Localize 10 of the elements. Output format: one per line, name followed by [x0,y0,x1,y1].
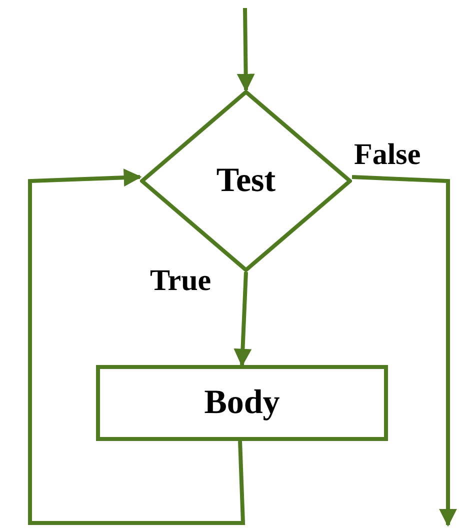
arrow [234,272,252,367]
process-box [96,365,388,441]
edge-label: False [354,138,421,172]
arrow [352,175,457,527]
node-label: Body [204,384,280,422]
arrow [236,8,255,92]
arrow [28,168,246,525]
node-label: Test [216,162,276,200]
decision-diamond [140,90,352,272]
edge-label: True [150,264,212,298]
